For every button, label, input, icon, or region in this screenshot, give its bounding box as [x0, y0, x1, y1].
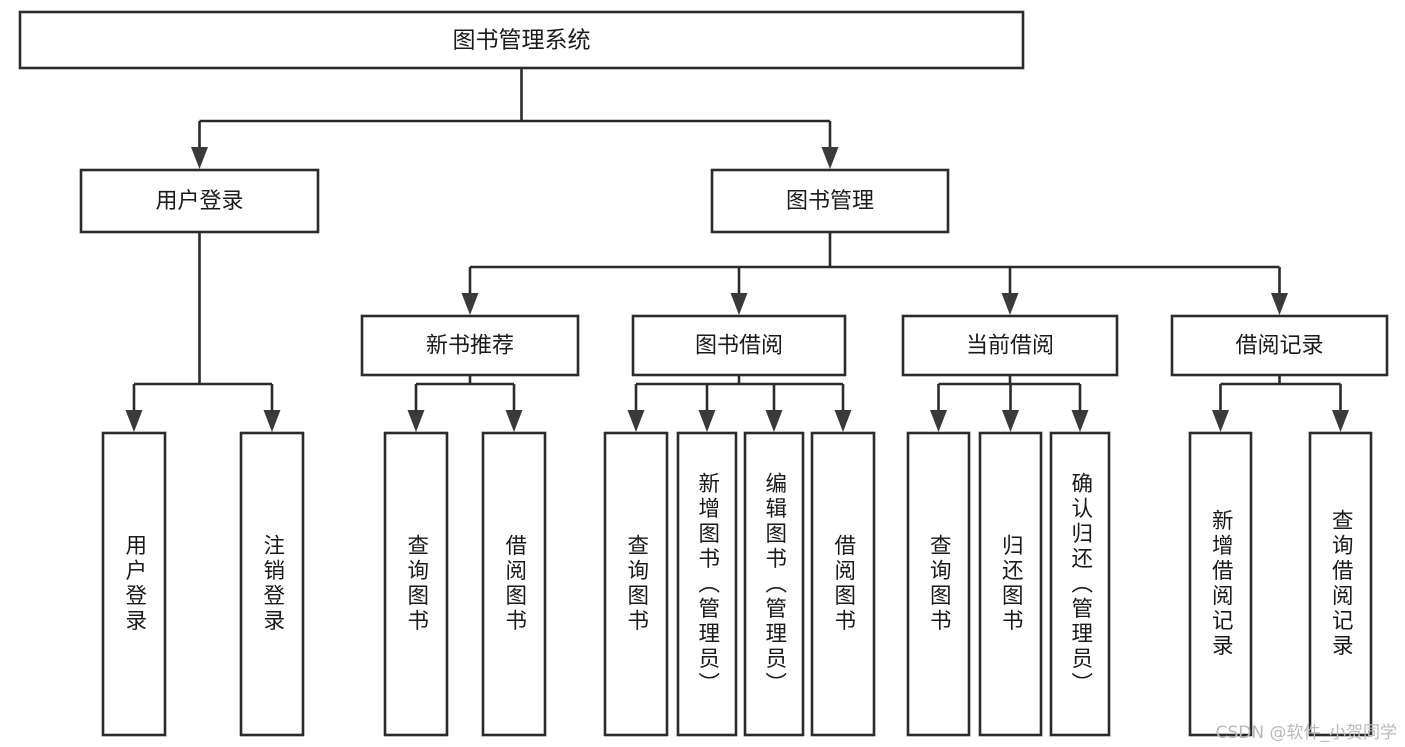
node-box[interactable]	[631, 314, 847, 377]
node-label: 查询图书	[926, 534, 952, 634]
node-label-wrap: 查询图书	[623, 534, 649, 634]
arrow-head-icon	[1332, 410, 1349, 432]
node-box[interactable]	[743, 431, 805, 737]
node-box[interactable]	[710, 168, 950, 234]
node-label: 当前借阅	[966, 334, 1054, 359]
edge-layer	[125, 68, 1349, 432]
node-box[interactable]	[101, 431, 167, 737]
node-layer: 图书管理系统用户登录图书管理新书推荐图书借阅当前借阅借阅记录用户登录注销登录查询…	[18, 10, 1389, 737]
node-label: 借阅图书	[501, 534, 527, 634]
node-root[interactable]: 图书管理系统	[18, 10, 1025, 70]
arrow-head-icon	[627, 410, 645, 432]
watermark-label: CSDN @软件_小贺同学	[1215, 723, 1397, 743]
arrow-head-icon	[125, 410, 143, 432]
arrow-head-icon	[1002, 410, 1019, 432]
node-leaf-edit-book[interactable]: 编辑图书（管理员）	[743, 431, 805, 737]
node-user-login[interactable]: 用户登录	[79, 168, 320, 234]
arrow-head-icon	[1001, 293, 1019, 315]
node-box[interactable]	[239, 431, 305, 737]
node-label: 图书管理	[786, 189, 874, 214]
node-label: 归还图书	[998, 534, 1024, 634]
arrow-head-icon	[505, 410, 523, 432]
node-box[interactable]	[1049, 431, 1111, 737]
node-label: 新增借阅记录	[1208, 509, 1234, 659]
node-leaf-query-book-2[interactable]: 查询图书	[603, 431, 669, 737]
node-box[interactable]	[481, 431, 547, 737]
node-label: 新增图书（管理员）	[694, 471, 720, 697]
node-label: 新书推荐	[426, 334, 514, 359]
node-label: 图书管理系统	[453, 28, 591, 54]
node-label: 用户登录	[121, 534, 147, 634]
node-label-wrap: 查询图书	[403, 534, 429, 634]
arrow-head-icon	[263, 410, 281, 432]
arrow-head-icon	[765, 410, 783, 432]
node-borrow-record[interactable]: 借阅记录	[1170, 314, 1389, 377]
node-label: 用户登录	[155, 189, 243, 214]
node-label-wrap: 查询图书	[926, 534, 952, 634]
node-leaf-return-book[interactable]: 归还图书	[978, 431, 1043, 737]
node-leaf-add-book[interactable]: 新增图书（管理员）	[676, 431, 738, 737]
node-label-wrap: 注销登录	[259, 534, 285, 634]
node-label: 借阅图书	[830, 534, 856, 634]
node-leaf-query-book-1[interactable]: 查询图书	[383, 431, 449, 737]
arrow-head-icon	[834, 410, 852, 432]
arrow-head-icon	[1271, 293, 1288, 315]
node-label: 图书借阅	[695, 334, 783, 359]
node-label-wrap: 确认归还（管理员）	[1067, 471, 1093, 697]
arrow-head-icon	[730, 293, 748, 315]
node-label: 确认归还（管理员）	[1067, 471, 1093, 697]
node-box[interactable]	[18, 10, 1025, 70]
node-leaf-borrow-book-2[interactable]: 借阅图书	[810, 431, 876, 737]
node-box[interactable]	[1188, 431, 1253, 737]
node-box[interactable]	[810, 431, 876, 737]
node-leaf-logout[interactable]: 注销登录	[239, 431, 305, 737]
node-leaf-query-book-3[interactable]: 查询图书	[906, 431, 971, 737]
node-box[interactable]	[978, 431, 1043, 737]
node-label: 查询借阅记录	[1328, 509, 1354, 659]
node-box[interactable]	[901, 314, 1119, 377]
node-label: 注销登录	[259, 534, 285, 634]
node-box[interactable]	[79, 168, 320, 234]
arrow-head-icon	[1071, 410, 1089, 432]
node-box[interactable]	[603, 431, 669, 737]
node-box[interactable]	[676, 431, 738, 737]
node-label-wrap: 编辑图书（管理员）	[761, 471, 787, 697]
node-box[interactable]	[1170, 314, 1389, 377]
node-leaf-user-login[interactable]: 用户登录	[101, 431, 167, 737]
node-box[interactable]	[360, 314, 580, 377]
node-leaf-borrow-book-1[interactable]: 借阅图书	[481, 431, 547, 737]
node-leaf-query-record[interactable]: 查询借阅记录	[1308, 431, 1373, 737]
node-label-wrap: 归还图书	[998, 534, 1024, 634]
arrow-head-icon	[698, 410, 716, 432]
node-new-book-rec[interactable]: 新书推荐	[360, 314, 580, 377]
node-box[interactable]	[906, 431, 971, 737]
arrow-head-icon	[821, 147, 839, 169]
node-label: 查询图书	[403, 534, 429, 634]
arrow-head-icon	[407, 410, 425, 432]
node-label-wrap: 新增借阅记录	[1208, 509, 1234, 659]
node-book-manage[interactable]: 图书管理	[710, 168, 950, 234]
node-label: 查询图书	[623, 534, 649, 634]
arrow-head-icon	[930, 410, 947, 432]
node-book-borrow[interactable]: 图书借阅	[631, 314, 847, 377]
node-box[interactable]	[1308, 431, 1373, 737]
node-label: 编辑图书（管理员）	[761, 471, 787, 697]
node-label-wrap: 借阅图书	[501, 534, 527, 634]
node-label-wrap: 查询借阅记录	[1328, 509, 1354, 659]
node-label: 借阅记录	[1235, 334, 1323, 359]
node-label-wrap: 新增图书（管理员）	[694, 471, 720, 697]
node-leaf-confirm-return[interactable]: 确认归还（管理员）	[1049, 431, 1111, 737]
node-box[interactable]	[383, 431, 449, 737]
node-label-wrap: 借阅图书	[830, 534, 856, 634]
node-label-wrap: 用户登录	[121, 534, 147, 634]
node-current-borrow[interactable]: 当前借阅	[901, 314, 1119, 377]
arrow-head-icon	[461, 293, 479, 315]
arrow-head-icon	[191, 147, 208, 169]
node-leaf-add-record[interactable]: 新增借阅记录	[1188, 431, 1253, 737]
arrow-head-icon	[1212, 410, 1229, 432]
